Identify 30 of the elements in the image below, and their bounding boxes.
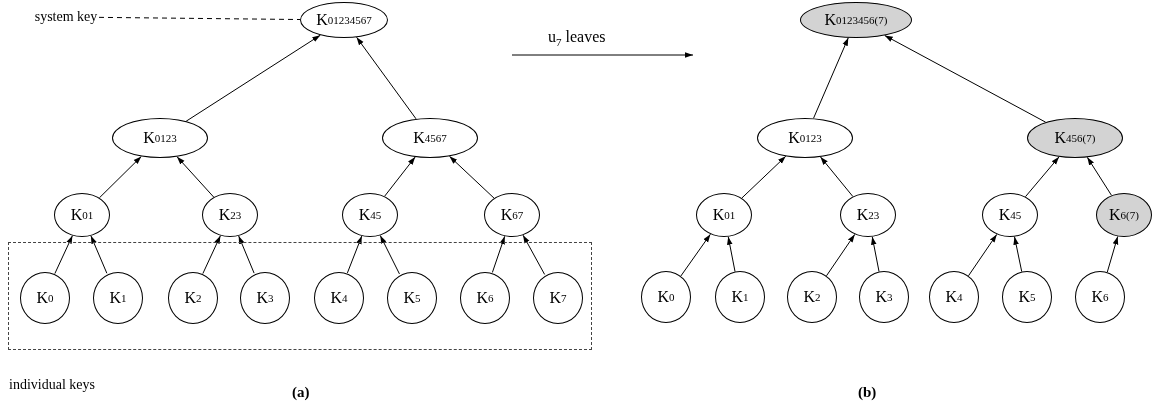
arrow [884, 34, 1047, 123]
arrow [826, 233, 856, 277]
arrow [54, 235, 73, 275]
arrow [90, 235, 108, 274]
key-label: system key [33, 8, 99, 26]
arrow [871, 236, 880, 272]
arrow [968, 233, 998, 277]
arrow [356, 36, 417, 120]
leader-line [98, 16, 301, 21]
panel-label: (a) [292, 384, 310, 401]
arrow [238, 235, 255, 274]
arrow [813, 37, 849, 119]
transition-label: u$_{7}$ leaves [548, 28, 606, 49]
arrow [1106, 235, 1119, 273]
arrow [379, 235, 400, 275]
arrow [185, 34, 321, 122]
arrow [384, 156, 416, 197]
arrow [491, 235, 506, 273]
arrow [1025, 156, 1060, 198]
arrow [680, 233, 711, 277]
arrow [820, 156, 854, 197]
arrow [522, 234, 546, 275]
arrow [1086, 156, 1112, 196]
arrow [1013, 236, 1023, 273]
arrow [346, 235, 363, 274]
panel-label: (b) [858, 384, 877, 401]
arrow [176, 156, 215, 198]
arrow [727, 236, 736, 272]
arrow [202, 235, 221, 275]
group-caption: individual keys [9, 377, 95, 393]
